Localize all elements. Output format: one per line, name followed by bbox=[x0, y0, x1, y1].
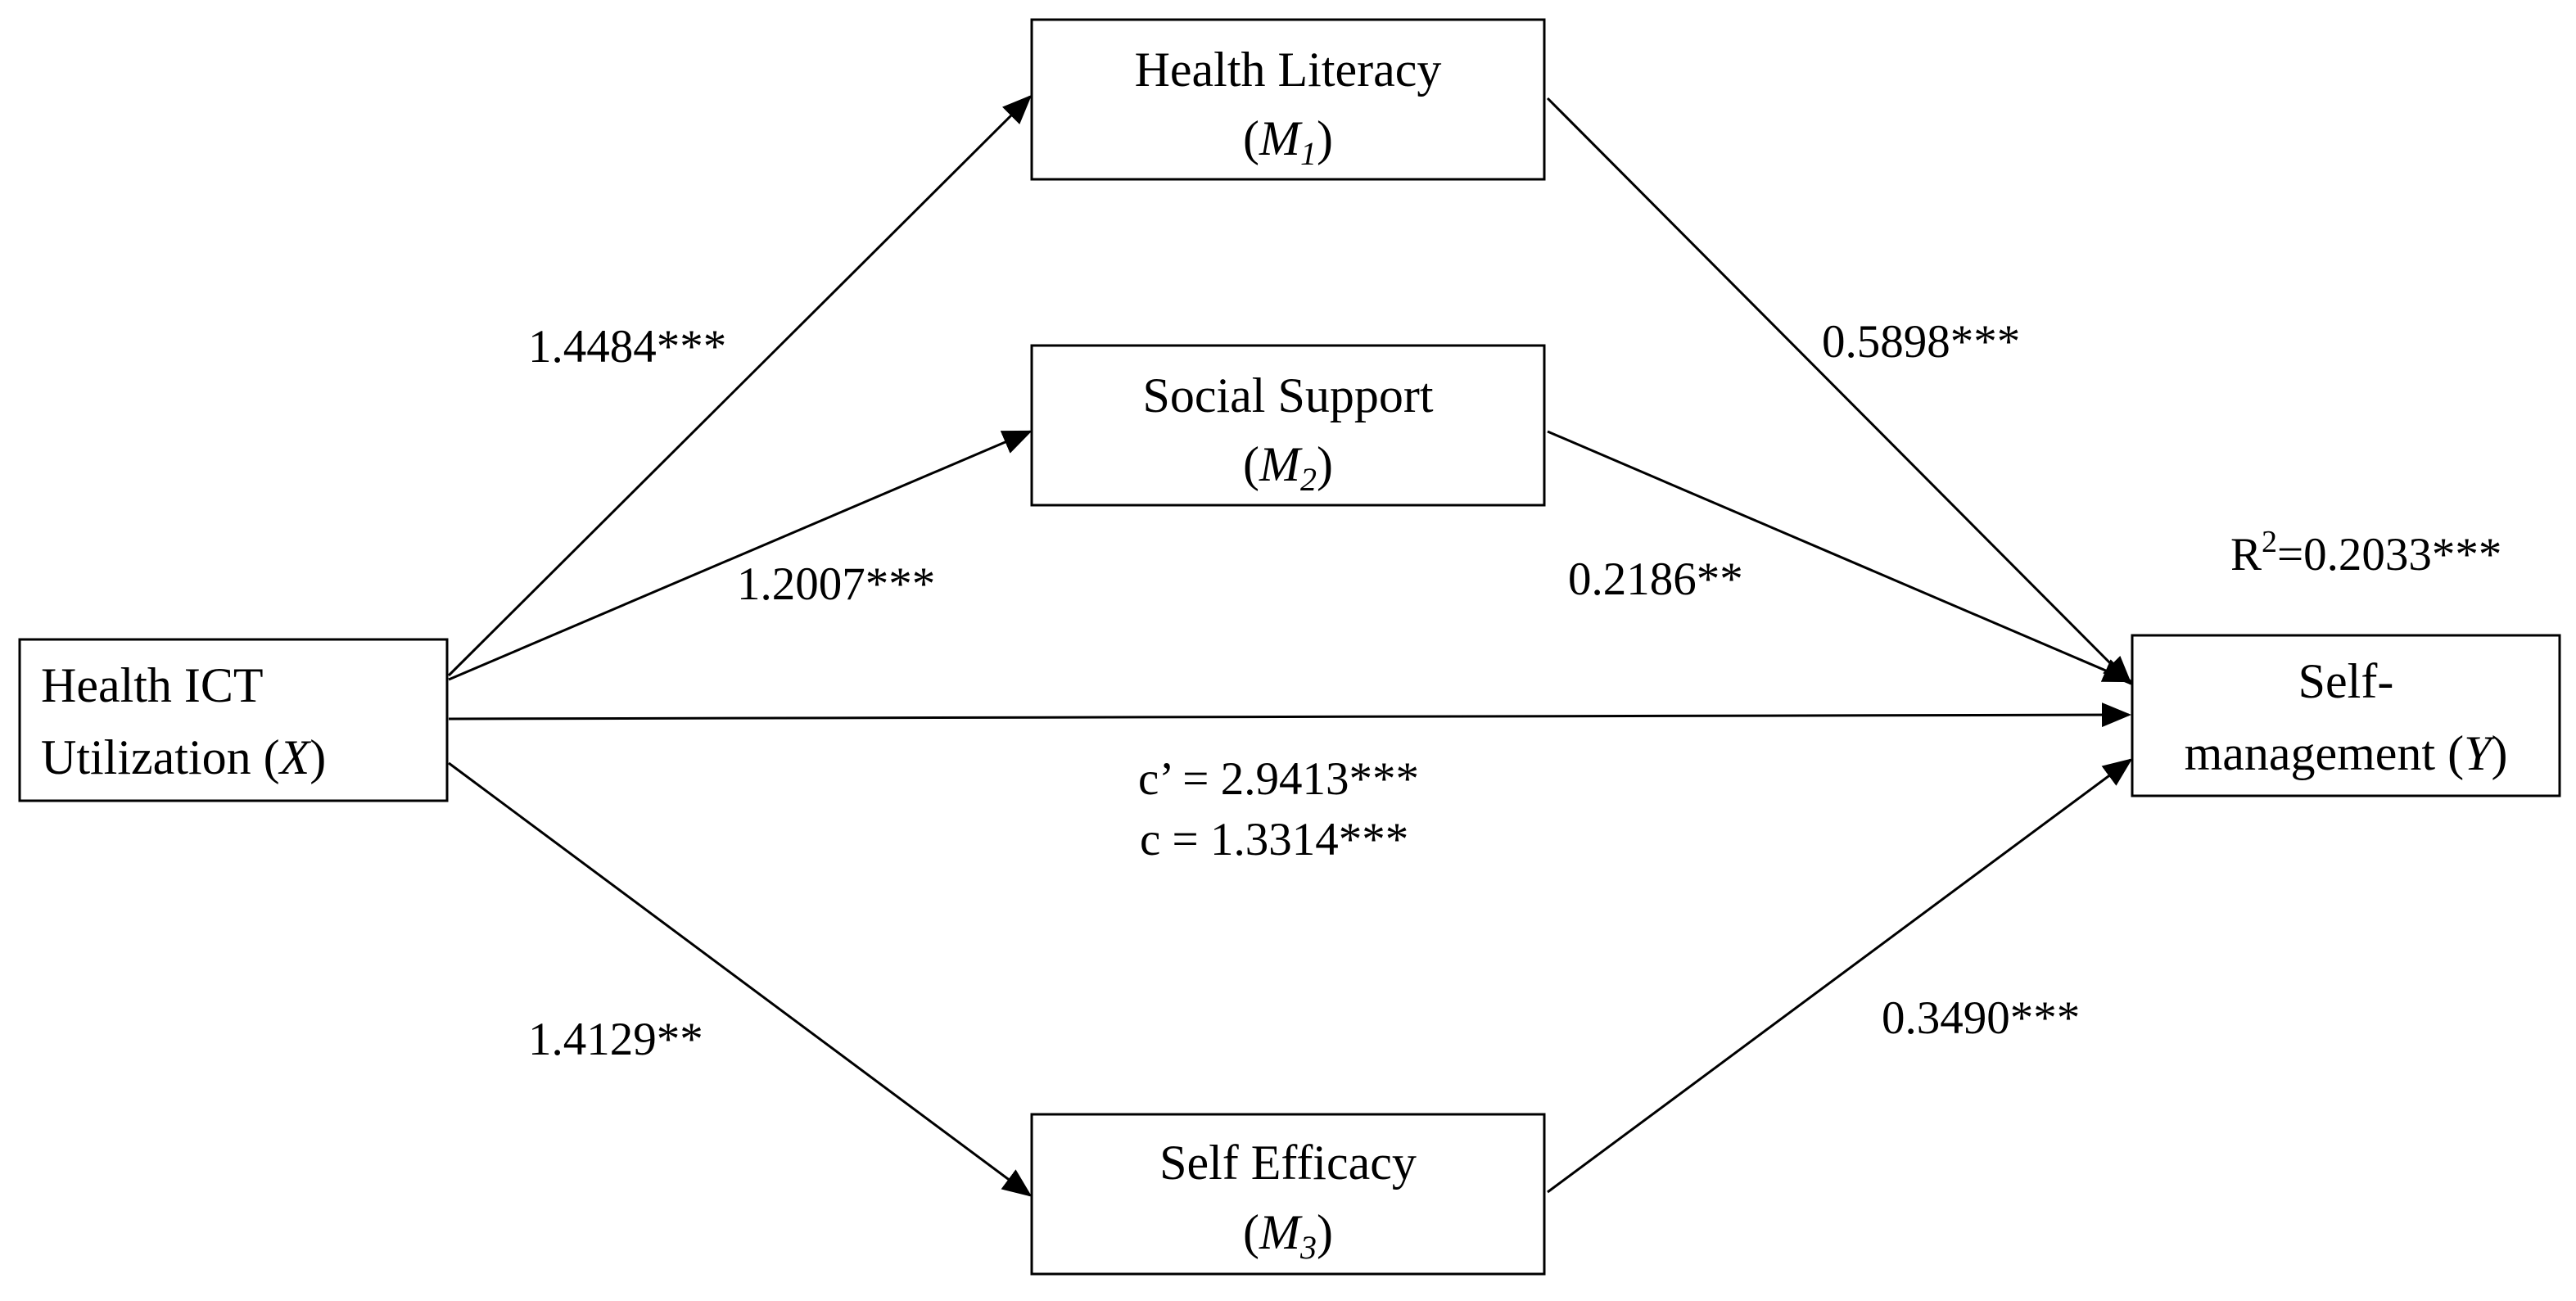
edge-m2-to-y bbox=[1547, 430, 2133, 683]
node-m2-title: Social Support bbox=[1143, 368, 1434, 422]
node-m3-title: Self Efficacy bbox=[1159, 1136, 1417, 1190]
node-x-line1: Health ICT bbox=[41, 658, 264, 712]
edge-x-to-m1 bbox=[447, 94, 1033, 677]
edge-m1-to-y bbox=[1546, 97, 2133, 686]
node-health-literacy: Health Literacy (M1) bbox=[1030, 18, 1546, 181]
r-squared-label: R2=0.2033*** bbox=[2230, 525, 2501, 580]
coef-direct: c’ = 2.9413*** bbox=[1138, 753, 1419, 805]
node-y-line1: Self- bbox=[2298, 654, 2394, 708]
edge-x-to-y-direct bbox=[448, 702, 2131, 728]
coef-m1-y: 0.5898*** bbox=[1822, 316, 2020, 368]
edge-m3-to-y bbox=[1547, 758, 2133, 1194]
node-m2-var: (M2) bbox=[1243, 437, 1333, 498]
node-self-efficacy: Self Efficacy (M3) bbox=[1030, 1113, 1546, 1276]
coef-m3-y: 0.3490*** bbox=[1882, 992, 2080, 1044]
node-m3-var: (M3) bbox=[1243, 1205, 1333, 1266]
node-m1-var: (M1) bbox=[1243, 111, 1333, 172]
node-y-line2: management (Y) bbox=[2185, 726, 2508, 780]
node-self-management: Self- management (Y) bbox=[2131, 634, 2561, 797]
node-health-ict-utilization: Health ICT Utilization (X) bbox=[18, 638, 449, 802]
coef-m2-y: 0.2186** bbox=[1568, 553, 1743, 605]
edge-x-to-m3 bbox=[448, 761, 1033, 1197]
coef-x-m1: 1.4484*** bbox=[528, 321, 726, 373]
node-social-support: Social Support (M2) bbox=[1030, 344, 1546, 507]
edge-x-to-m2 bbox=[448, 430, 1033, 681]
node-x-line2: Utilization (X) bbox=[41, 730, 326, 784]
coef-total: c = 1.3314*** bbox=[1140, 814, 1408, 865]
coef-x-m2: 1.2007*** bbox=[737, 558, 935, 610]
node-m1-title: Health Literacy bbox=[1135, 43, 1442, 97]
coef-x-m3: 1.4129** bbox=[528, 1014, 703, 1065]
